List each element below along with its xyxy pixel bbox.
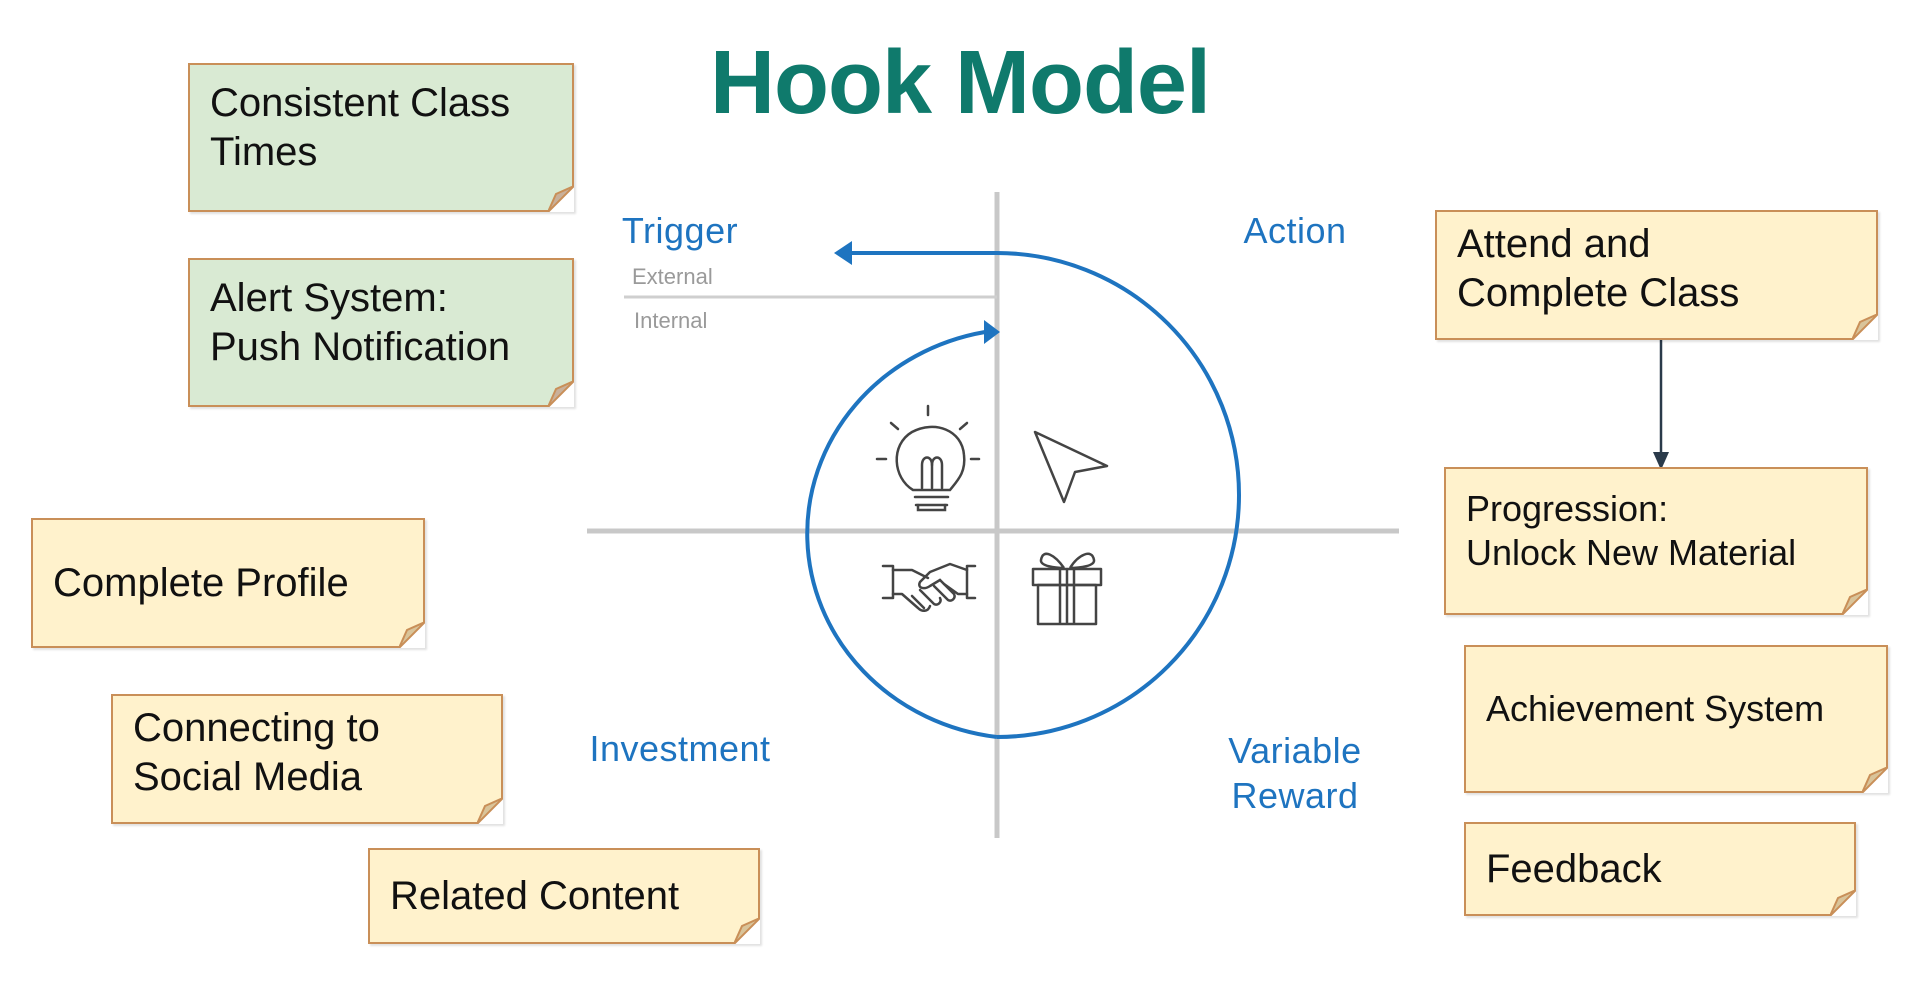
note-fold-corner: [734, 918, 760, 944]
note-complete-profile: Complete Profile: [31, 518, 425, 648]
cycle-arc-inner: [805, 330, 998, 739]
external-label: External: [632, 264, 713, 289]
note-fold-corner: [1852, 314, 1878, 340]
cycle-arrowhead-internal: [984, 320, 1000, 344]
note-connecting-social-media: Connecting to Social Media: [111, 694, 503, 824]
note-fold-corner: [477, 798, 503, 824]
cursor-arrow-icon: [1033, 430, 1109, 504]
note-progression: Progression: Unlock New Material: [1444, 467, 1868, 615]
note-alert-system: Alert System: Push Notification: [188, 258, 574, 407]
note-consistent-class-times: Consistent Class Times: [188, 63, 574, 212]
handshake-icon: [881, 562, 977, 612]
note-fold-corner: [548, 381, 574, 407]
trigger-label: Trigger: [621, 210, 739, 251]
lightbulb-icon: [875, 404, 981, 512]
note-fold-corner: [399, 622, 425, 648]
cycle-arrowhead-top: [834, 241, 852, 265]
action-label: Action: [1243, 210, 1347, 251]
note-fold-corner: [548, 186, 574, 212]
note-feedback: Feedback: [1464, 822, 1856, 916]
note-fold-corner: [1830, 890, 1856, 916]
gift-icon: [1031, 552, 1103, 626]
variable-reward-label: Variable Reward: [1228, 730, 1362, 816]
cycle-arc-outer: [838, 251, 1241, 739]
note-attend-complete-class: Attend and Complete Class: [1435, 210, 1878, 340]
internal-label: Internal: [634, 308, 708, 333]
note-related-content: Related Content: [368, 848, 760, 944]
note-fold-corner: [1862, 767, 1888, 793]
note-fold-corner: [1842, 589, 1868, 615]
note-achievement-system: Achievement System: [1464, 645, 1888, 793]
diagram-title: Hook Model: [710, 33, 1211, 133]
flow-arrowhead: [1653, 452, 1669, 470]
investment-label: Investment: [589, 728, 771, 769]
